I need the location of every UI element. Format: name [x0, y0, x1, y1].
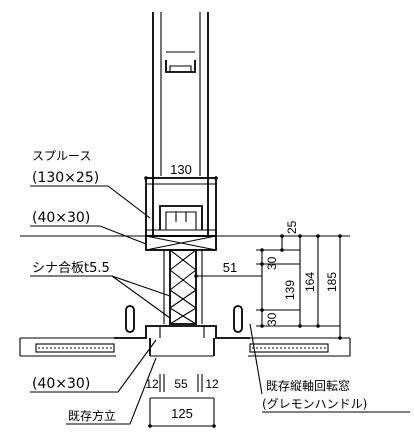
dim-vertical-chain — [256, 234, 342, 340]
dim-55-label: 55 — [174, 377, 188, 391]
plywood-stack — [163, 249, 203, 325]
upper-mullion — [152, 12, 209, 236]
dim-130 — [144, 176, 218, 180]
dim-51-label: 51 — [223, 260, 237, 275]
label-spruce: スプルース — [32, 149, 91, 163]
dim-12-left-label: 12 — [145, 377, 159, 391]
dim-164-label: 164 — [303, 272, 317, 292]
window-sash-left — [19, 337, 116, 357]
label-spruce-size: (130×25) — [32, 170, 99, 186]
window-handles — [125, 305, 243, 333]
label-plywood: シナ合板t5.5 — [32, 261, 110, 276]
label-handle: (グレモンハンドル) — [262, 397, 367, 411]
dim-139-label: 139 — [283, 280, 297, 300]
spruce-member — [145, 177, 217, 237]
dim-185-label: 185 — [325, 272, 339, 292]
label-block-upper: (40×30) — [32, 210, 90, 226]
label-block-lower: (40×30) — [32, 376, 90, 392]
dim-125-label: 125 — [171, 406, 193, 421]
dim-130-label: 130 — [170, 162, 192, 177]
leader-lines — [30, 185, 410, 425]
dim-51 — [194, 274, 262, 278]
dim-bottom-chain — [159, 374, 203, 392]
window-sash-right — [248, 337, 351, 357]
dim-12-right-label: 12 — [205, 377, 219, 391]
dim-30-upper-label: 30 — [265, 256, 279, 270]
label-existing-post: 既存方立 — [68, 408, 116, 423]
block-upper — [145, 235, 217, 251]
label-existing-window: 既存縦軸回転窓 — [266, 378, 350, 393]
existing-post — [114, 325, 250, 357]
dim-25-label: 25 — [285, 220, 299, 234]
dim-125 — [148, 397, 216, 428]
dim-30-lower-label: 30 — [265, 312, 279, 326]
